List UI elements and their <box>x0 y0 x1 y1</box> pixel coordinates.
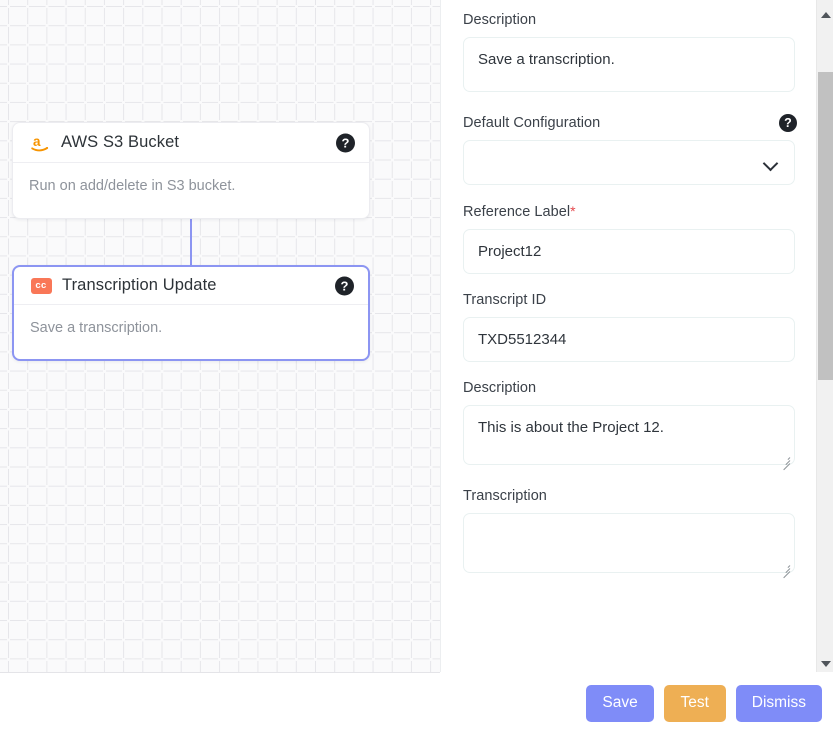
properties-form: Description Default Configuration ? Refe… <box>441 0 817 672</box>
node-title: Transcription Update <box>62 276 217 294</box>
field-description: Description <box>463 380 795 471</box>
canvas-bottom-divider <box>0 672 440 673</box>
description-node-textarea[interactable] <box>463 37 795 92</box>
field-label: Reference Label* <box>463 203 795 220</box>
help-icon[interactable]: ? <box>335 276 354 295</box>
scroll-up-arrow[interactable] <box>817 6 833 23</box>
amazon-aws-icon: a <box>29 132 51 154</box>
node-description: Run on add/delete in S3 bucket. <box>29 178 236 194</box>
dismiss-button[interactable]: Dismiss <box>735 684 822 722</box>
node-header: cc Transcription Update ? <box>14 267 368 305</box>
workflow-node-aws-s3-bucket[interactable]: a AWS S3 Bucket ? Run on add/delete in S… <box>12 122 370 219</box>
node-title: AWS S3 Bucket <box>61 133 180 151</box>
help-icon[interactable]: ? <box>779 114 797 132</box>
field-transcription: Transcription <box>463 488 795 579</box>
action-bar: Save Test Dismiss <box>0 673 833 733</box>
panel-scrollbar[interactable] <box>816 0 833 672</box>
node-description: Save a transcription. <box>30 320 163 336</box>
save-button[interactable]: Save <box>586 684 654 722</box>
required-marker: * <box>570 203 576 219</box>
node-header: a AWS S3 Bucket ? <box>13 123 369 163</box>
field-description-node: Description <box>463 12 795 97</box>
transcript-id-input[interactable] <box>463 317 795 362</box>
field-label: Transcript ID <box>463 292 547 308</box>
cc-badge-label: cc <box>30 277 52 294</box>
closed-caption-icon: cc <box>30 275 52 297</box>
workflow-canvas[interactable]: a AWS S3 Bucket ? Run on add/delete in S… <box>0 0 440 672</box>
workflow-node-transcription-update[interactable]: cc Transcription Update ? Save a transcr… <box>12 265 370 361</box>
description-textarea[interactable] <box>463 405 795 465</box>
node-connector-line <box>190 219 192 267</box>
field-label: Default Configuration <box>463 115 601 131</box>
help-icon[interactable]: ? <box>336 133 355 152</box>
field-label: Transcription <box>463 488 547 504</box>
field-label-text: Reference Label <box>463 204 571 220</box>
field-transcript-id: Transcript ID <box>463 292 795 362</box>
field-label: Description <box>463 12 537 28</box>
field-reference-label: Reference Label* <box>463 203 795 274</box>
node-properties-panel: Description Default Configuration ? Refe… <box>440 0 833 672</box>
default-configuration-select[interactable] <box>463 140 795 185</box>
scrollbar-thumb[interactable] <box>818 72 833 380</box>
reference-label-input[interactable] <box>463 229 795 274</box>
test-button[interactable]: Test <box>663 684 726 722</box>
transcription-textarea[interactable] <box>463 513 795 573</box>
field-label: Description <box>463 380 537 396</box>
chevron-down-icon <box>764 156 778 170</box>
scroll-down-arrow[interactable] <box>817 655 833 672</box>
svg-text:a: a <box>33 134 41 149</box>
field-default-configuration: Default Configuration ? <box>463 114 797 185</box>
